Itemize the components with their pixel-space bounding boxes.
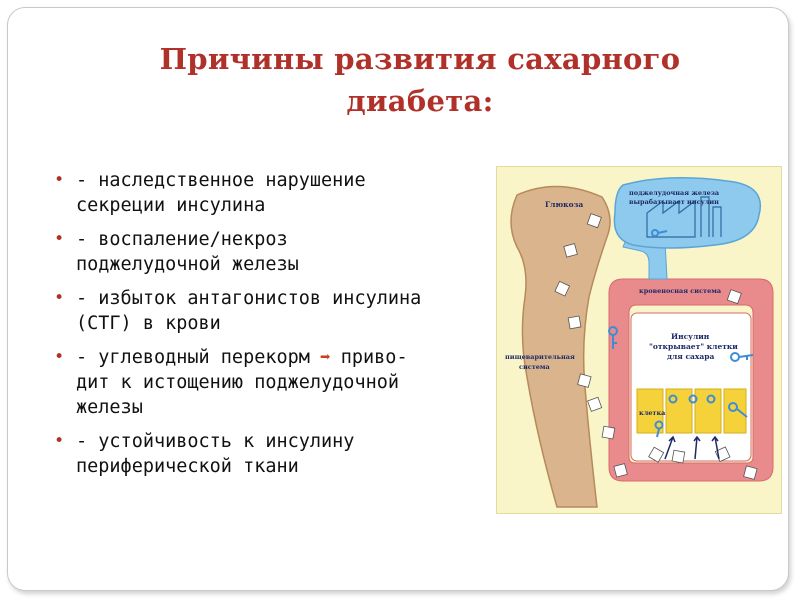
digestive-label-2: система (519, 363, 551, 371)
list-item: • - воспаление/некроз поджелудочной желе… (48, 227, 488, 277)
list-item-text: - устойчивость к инсулину (76, 431, 355, 452)
insulin-label-3: для сахара (667, 352, 714, 361)
bullet-dot-icon: • (54, 170, 65, 190)
diagram-illustration: Глюкоза поджелудочная железа вырабатывае… (505, 177, 774, 508)
sugar-cube-icon (554, 213, 758, 480)
pancreas-shape (613, 177, 761, 249)
pancreas-label-2: вырабатывает инсулин (629, 198, 719, 206)
insulin-key-icon (608, 229, 754, 438)
list-item-text: - наследственное нарушение (76, 170, 366, 191)
list-item-text: - избыток антагонистов инсулина (76, 288, 422, 309)
bullet-dot-icon: • (54, 347, 65, 367)
insulin-label-2: "открывает" клетки (649, 342, 738, 351)
list-item: • - углеводный перекорм ➡ приво- дит к ист… (48, 345, 488, 420)
arrow-right-icon: ➡ (319, 347, 331, 368)
list-item: • - избыток антагонистов инсулина (СТГ) … (48, 286, 488, 336)
list-item-text: (СТГ) в крови (76, 313, 221, 334)
list-item-text: периферической ткани (76, 456, 299, 477)
body-cell-3 (694, 388, 722, 434)
list-item-text: - воспаление/некроз (76, 229, 288, 250)
list-item-text: поджелудочной железы (76, 254, 299, 275)
title-line-1: Причины развития сахарного (159, 42, 681, 76)
bullet-dot-icon: • (54, 229, 65, 249)
blood-system-label: кровеносная система (639, 287, 722, 295)
bullet-dot-icon: • (54, 288, 65, 308)
list-item: • - устойчивость к инсулину периферическ… (48, 429, 488, 479)
list-item-text-part: приво- (340, 347, 408, 368)
list-item-text: дит к истощению поджелудочной (76, 372, 400, 393)
title-line-2: диабета: (346, 84, 494, 118)
cell-label: клетка (639, 409, 666, 417)
body-cell-2 (665, 388, 693, 434)
bullet-dot-icon: • (54, 431, 65, 451)
causes-list: • - наследственное нарушение секреции ин… (48, 168, 488, 488)
digestive-label-1: пищеварительная (505, 353, 575, 361)
list-item-text: секреции инсулина (76, 195, 266, 216)
insulin-label-1: Инсулин (671, 332, 710, 341)
list-item-text: железы (76, 397, 143, 418)
blood-vessel-shape (608, 278, 774, 482)
arrow-up-icon (664, 435, 720, 460)
list-item-text-part: - углеводный перекорм (76, 347, 310, 368)
list-item: • - наследственное нарушение секреции ин… (48, 168, 488, 218)
digestive-tract-shape (510, 185, 611, 508)
slide-title: Причины развития сахарного диабета: (140, 38, 700, 122)
body-cell-1 (636, 388, 664, 434)
diabetes-diagram: Глюкоза поджелудочная железа вырабатывае… (496, 166, 782, 514)
glucose-label: Глюкоза (545, 200, 583, 209)
factory-icon (646, 196, 722, 238)
pancreas-label-1: поджелудочная железа (629, 189, 720, 197)
list-item-text: - углеводный перекорм ➡ приво- (76, 345, 488, 370)
